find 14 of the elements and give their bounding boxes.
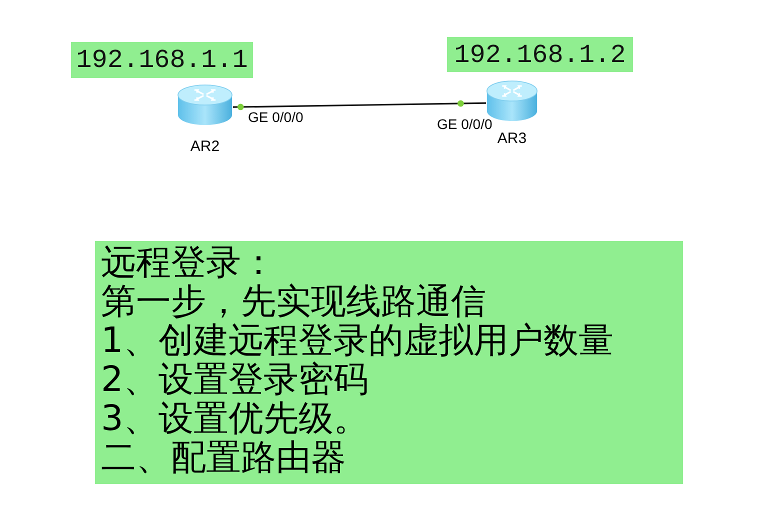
note-line: 远程登录： — [101, 244, 276, 283]
ip-address-label: 192.168.1.2 — [447, 37, 633, 72]
router-name: AR2 — [190, 138, 220, 156]
ip-address-label: 192.168.1.1 — [71, 42, 253, 78]
link-line — [232, 102, 486, 108]
note-panel — [95, 241, 683, 484]
port-label: GE 0/0/0 — [437, 116, 492, 132]
note-line: 2、设置登录密码 — [101, 361, 368, 400]
note-line: 二、配置路由器 — [101, 439, 346, 478]
note-line: 第一步，先实现线路通信 — [101, 283, 486, 322]
port-label: GE 0/0/0 — [248, 109, 304, 125]
router-name: AR3 — [497, 130, 527, 148]
note-line: 1、创建远程登录的虚拟用户数量 — [101, 322, 614, 361]
note-line: 3、设置优先级。 — [101, 400, 368, 439]
